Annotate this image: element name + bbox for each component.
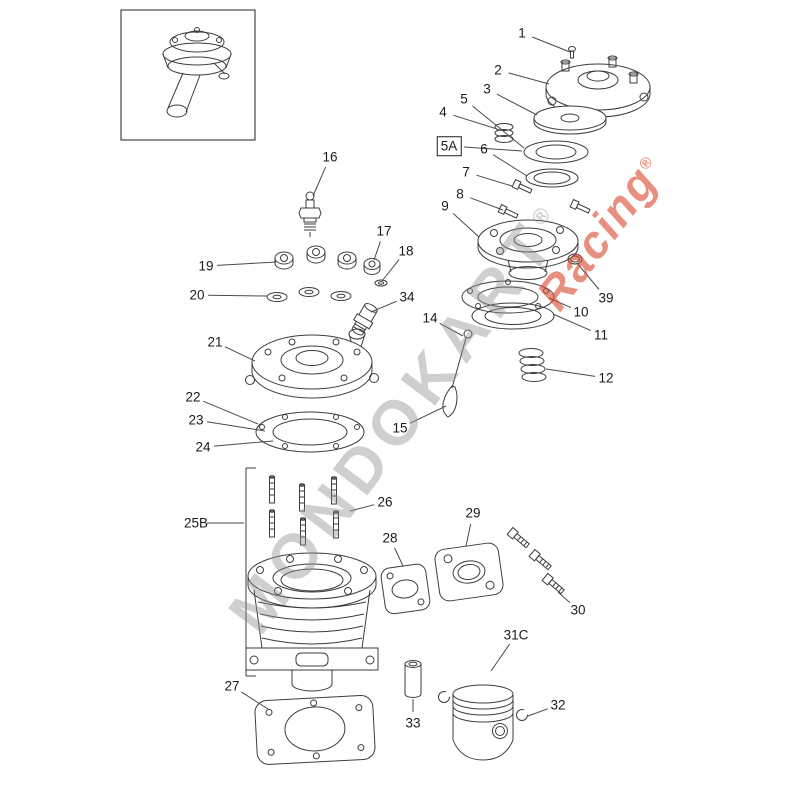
part-plate-11-icon [471, 302, 555, 330]
part-exhaust-bolts-icon [506, 526, 565, 595]
part-head-gasket-icon [255, 411, 365, 453]
part-upper-gasket-icon [461, 279, 555, 314]
part-base-gasket-icon [254, 695, 376, 765]
part-piston-pin-icon [404, 660, 422, 698]
part-ring-icon [525, 168, 579, 188]
part-diaphragm-icon [523, 140, 589, 164]
part-bolt-8-icon [497, 203, 519, 219]
part-spark-plug-icon [298, 191, 322, 237]
part-inner-head-icon [477, 219, 579, 280]
part-nuts-icon [274, 245, 357, 270]
part-circlips-icon [438, 691, 528, 721]
part-bolt-8b-icon [569, 198, 591, 214]
bracket-25B [245, 467, 256, 677]
part-oring-icon [567, 253, 583, 265]
part-bolt-7-icon [511, 178, 533, 194]
part-exhaust-flange-icon [434, 542, 504, 602]
part-cylinder-icon [245, 552, 379, 692]
part-nut-17-icon [363, 258, 381, 275]
part-power-valve-icon [442, 329, 473, 418]
part-top-plate-icon [533, 105, 607, 135]
part-washer-18-icon [374, 279, 388, 287]
part-studs-icon [269, 475, 339, 546]
part-exhaust-gasket-icon [380, 563, 431, 615]
part-washers-icon [266, 287, 352, 302]
part-spring-icon [518, 348, 547, 382]
part-piston-icon [452, 684, 514, 761]
leader-lines [203, 36, 600, 717]
inset-thumbnail [120, 9, 256, 141]
part-cylinder-head-icon [245, 328, 379, 399]
